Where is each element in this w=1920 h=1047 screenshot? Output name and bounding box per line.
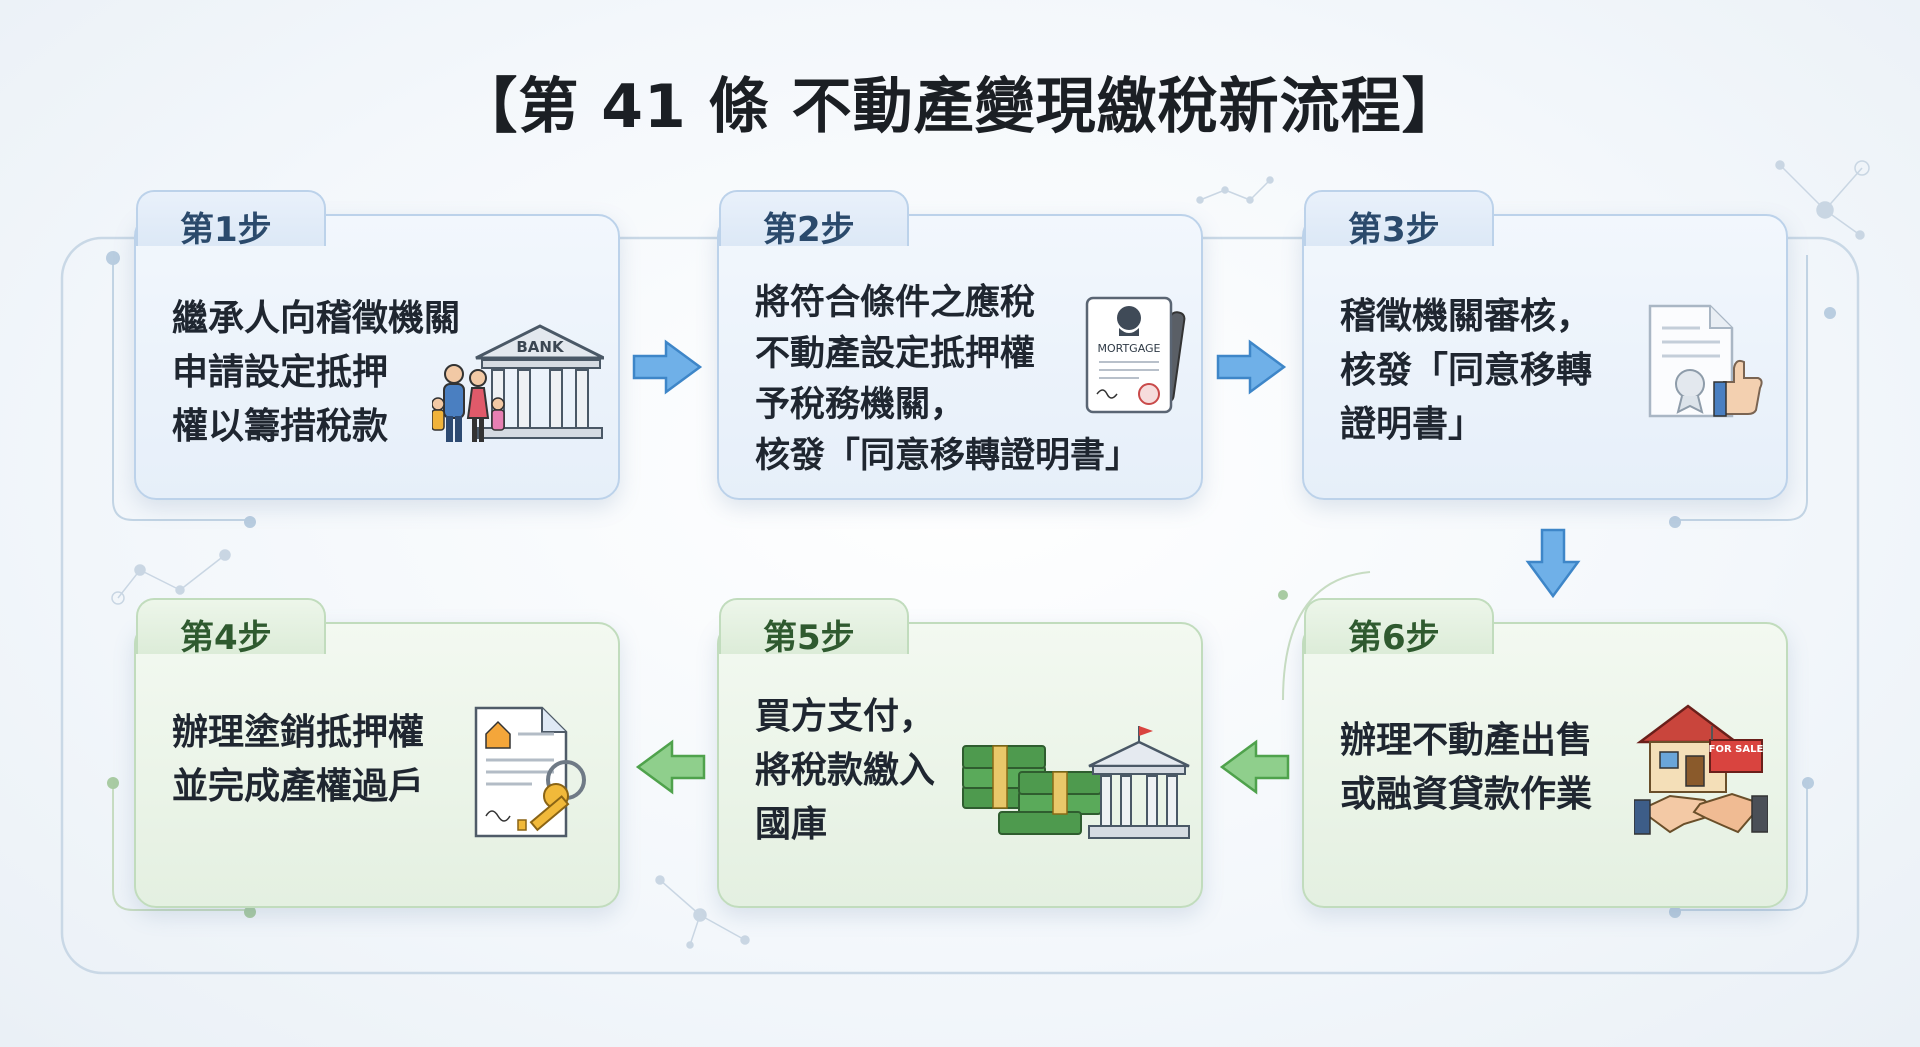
arrow-left-icon bbox=[1219, 739, 1290, 795]
svg-text:MORTGAGE: MORTGAGE bbox=[1097, 342, 1160, 355]
step-label: 第4步 bbox=[136, 598, 326, 658]
svg-text:FOR SALE: FOR SALE bbox=[1709, 744, 1764, 755]
step-label: 第3步 bbox=[1304, 190, 1494, 250]
step-card-3: 第3步 稽徵機關審核， 核發「同意移轉 證明書」 bbox=[1302, 190, 1788, 500]
arrow-left-icon bbox=[635, 739, 706, 795]
step-description: 辦理不動產出售 或融資貸款作業 bbox=[1340, 720, 1593, 815]
house-sale-handshake-icon: FOR SALE bbox=[1634, 704, 1768, 835]
arrow-down-icon bbox=[1525, 528, 1581, 599]
step-description: 買方支付， 將稅款繳入 國庫 bbox=[755, 696, 936, 845]
step-label: 第6步 bbox=[1304, 598, 1494, 658]
page-title: 【第 41 條 不動產變現繳稅新流程】 bbox=[457, 72, 1463, 142]
step-description: 繼承人向稽徵機關 申請設定抵押 權以籌措稅款 bbox=[172, 298, 461, 447]
svg-text:BANK: BANK bbox=[516, 338, 565, 356]
deed-key-icon bbox=[474, 706, 586, 838]
mortgage-document-icon: MORTGAGE bbox=[1085, 296, 1186, 414]
arrow-right-icon bbox=[632, 339, 703, 395]
bank-family-icon: BANK bbox=[432, 324, 604, 442]
certificate-approval-icon bbox=[1648, 304, 1763, 418]
money-treasury-icon bbox=[962, 726, 1190, 839]
step-label: 第1步 bbox=[136, 190, 326, 250]
step-description: 稽徵機關審核， 核發「同意移轉 證明書」 bbox=[1340, 296, 1593, 445]
step-label: 第2步 bbox=[719, 190, 909, 250]
step-description: 辦理塗銷抵押權 並完成產權過戶 bbox=[172, 712, 425, 807]
arrow-right-icon bbox=[1216, 339, 1287, 395]
step-card-2: 第2步 將符合條件之應稅 不動產設定抵押權 予稅務機關， 核發「同意移轉證明書」… bbox=[717, 190, 1203, 500]
step-card-6: 第6步 辦理不動產出售 或融資貸款作業 FOR SALE bbox=[1302, 598, 1788, 908]
step-label: 第5步 bbox=[719, 598, 909, 658]
step-description: 將符合條件之應稅 不動產設定抵押權 予稅務機關， 核發「同意移轉證明書」 bbox=[755, 283, 1141, 476]
step-card-5: 第5步 買方支付， 將稅款繳入 國庫 bbox=[717, 598, 1203, 908]
step-card-4: 第4步 辦理塗銷抵押權 並完成產權過戶 bbox=[134, 598, 620, 908]
step-card-1: 第1步 繼承人向稽徵機關 申請設定抵押 權以籌措稅款 BANK bbox=[134, 190, 620, 500]
